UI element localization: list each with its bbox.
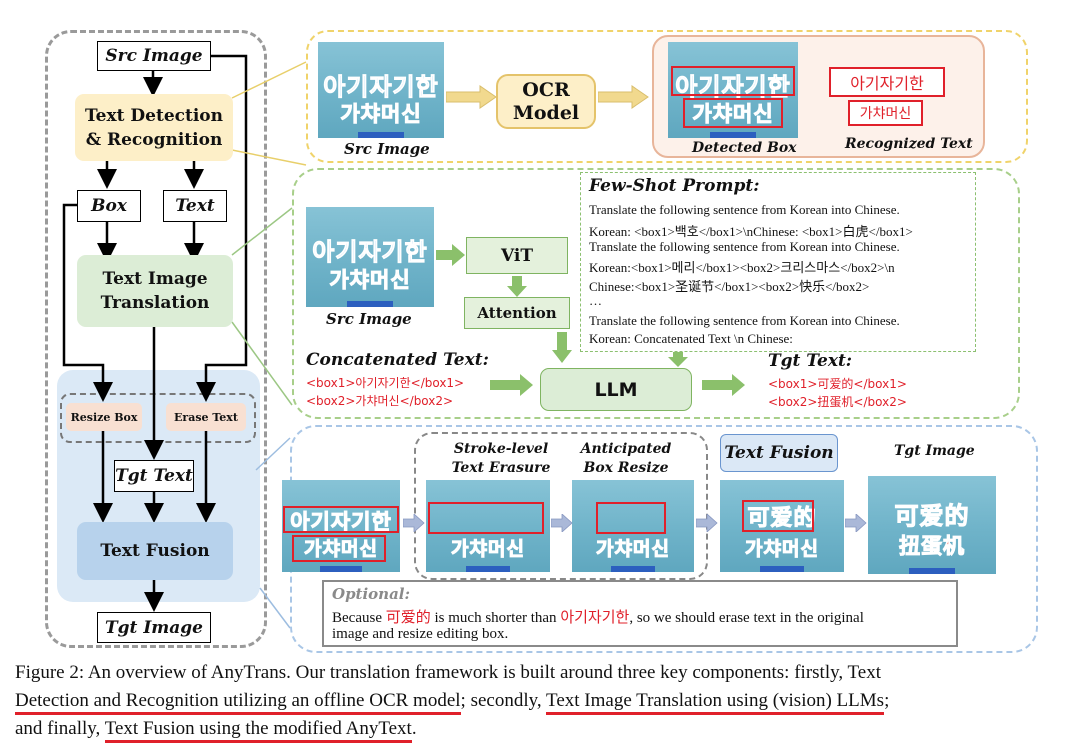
optional-post: , so we should erase text in the origina… (629, 610, 864, 626)
concat-text-title: Concatenated Text: (306, 350, 489, 370)
concat-text-line2: <box2>가챠머신</box2> (306, 394, 454, 408)
arrow-llm-to-tgt (702, 374, 745, 396)
prompt-line: Translate the following sentence from Ko… (589, 239, 900, 254)
arrow-concat-to-llm (490, 374, 533, 396)
stroke-erasure-label: Stroke-level Text Erasure (451, 441, 551, 476)
erase-text-node: Erase Text (166, 403, 246, 431)
text-fusion-badge: Text Fusion (720, 434, 838, 472)
caption-line1: Figure 2: An overview of AnyTrans. Our t… (15, 662, 882, 683)
optional-red2: 아기자기한 (560, 608, 630, 626)
few-shot-prompt-box: Few-Shot Prompt: Translate the following… (580, 172, 976, 352)
arrow-fusion-4 (845, 514, 867, 532)
prompt-line: Translate the following sentence from Ko… (589, 313, 900, 328)
caption-line3: and finally, Text Fusion using the modif… (15, 718, 417, 743)
prompt-line: Chinese:<box1>圣诞节</box1><box2>快乐</box2> (589, 279, 870, 294)
tgt-text-node: Tgt Text (114, 460, 194, 492)
recognized-text-label: Recognized Text (845, 136, 973, 152)
recognized-text-line1: 아기자기한 (829, 67, 945, 97)
caption-text: ; (884, 690, 890, 711)
optional-mid: is much shorter than (430, 610, 561, 626)
text-node: Text (163, 190, 227, 222)
caption-text: and finally, (15, 718, 105, 739)
tgt-text-line2: <box2>扭蛋机</box2> (768, 395, 907, 409)
optional-note-box: Optional: Because 可爱的 is much shorter th… (322, 580, 958, 647)
arrow-fusion-2 (551, 514, 573, 532)
box-node: Box (77, 190, 141, 222)
fused-thumb: 可爱的 가챠머신 (720, 480, 844, 572)
vit-node: ViT (466, 237, 568, 274)
tgt-text-title: Tgt Text: (768, 351, 853, 371)
src-image-label-top: Src Image (344, 140, 430, 158)
arrow-to-attention (507, 276, 527, 297)
prompt-line: Korean:<box1>메리</box1><box2>크리스마스</box2>… (589, 260, 895, 275)
fusion-input-thumb: 아기자기한 가챠머신 (282, 480, 400, 572)
arrow-to-llm-b (668, 350, 688, 367)
caption-text: ; secondly, (460, 690, 547, 711)
few-shot-title: Few-Shot Prompt: (589, 176, 760, 196)
arrow-to-detected (598, 85, 649, 109)
detected-box-thumb: 아기자기한 가챠머신 (668, 42, 798, 138)
prompt-line: Korean: Concatenated Text \n Chinese: (589, 331, 793, 346)
caption-text: . (411, 718, 417, 739)
src-image-label-mid: Src Image (326, 310, 412, 328)
ocr-panel-frame (306, 30, 1028, 163)
detected-box-label: Detected Box (692, 140, 797, 156)
optional-pre: Because (332, 610, 386, 626)
optional-text-line1: Because 可爱的 is much shorter than 아기자기한, … (332, 606, 864, 627)
caption-highlight-ocr: Detection and Recognition utilizing an o… (15, 690, 461, 715)
arrow-fusion-3 (696, 514, 718, 532)
recognized-text-line2: 가챠머신 (848, 100, 923, 126)
src-image-thumb-top: 아기자기한 가챠머신 (318, 42, 444, 138)
tgt-image-node: Tgt Image (97, 612, 211, 643)
tgt-image-label-bottom: Tgt Image (894, 443, 975, 459)
arrow-to-vit (436, 244, 465, 266)
concat-text-line1: <box1>아기자기한</box1> (306, 376, 465, 390)
target-image-thumb: 可爱的 扭蛋机 (868, 476, 996, 574)
translation-panel-frame (292, 168, 1020, 419)
erase-resize-group-frame (414, 432, 708, 580)
llm-node: LLM (540, 368, 692, 411)
optional-red1: 可爱的 (385, 608, 431, 626)
left-pipeline-frame (45, 30, 267, 648)
optional-title: Optional: (332, 585, 411, 603)
prompt-line: Translate the following sentence from Ko… (589, 202, 900, 217)
resize-box-node: Resize Box (66, 403, 142, 431)
src-image-node: Src Image (97, 41, 211, 71)
arrow-fusion-1 (403, 514, 425, 532)
text-fusion-node: Text Fusion (77, 522, 233, 580)
arrow-to-llm-a (552, 332, 572, 363)
caption-highlight-llm: Text Image Translation using (vision) LL… (546, 690, 885, 715)
prompt-line: … (589, 293, 602, 308)
arrow-to-ocr (446, 85, 497, 109)
caption-highlight-fusion: Text Fusion using the modified AnyText (104, 718, 412, 743)
attention-node: Attention (464, 297, 570, 329)
anticipated-resize-label: Anticipated Box Resize (580, 441, 672, 476)
optional-text-line2: image and resize editing box. (332, 626, 509, 642)
ocr-model-node: OCR Model (496, 74, 596, 129)
caption-line2: Detection and Recognition utilizing an o… (15, 690, 890, 715)
text-image-translation-node: Text Image Translation (77, 255, 233, 327)
prompt-line: Korean: <box1>백호</box1>\nChinese: <box1>… (589, 224, 913, 239)
erased-thumb: 가챠머신 (426, 480, 550, 572)
text-detection-node: Text Detection & Recognition (75, 94, 233, 161)
tgt-text-line1: <box1>可爱的</box1> (768, 377, 907, 391)
resized-box-thumb: 가챠머신 (572, 480, 694, 572)
src-image-thumb-mid: 아기자기한 가챠머신 (306, 207, 434, 307)
